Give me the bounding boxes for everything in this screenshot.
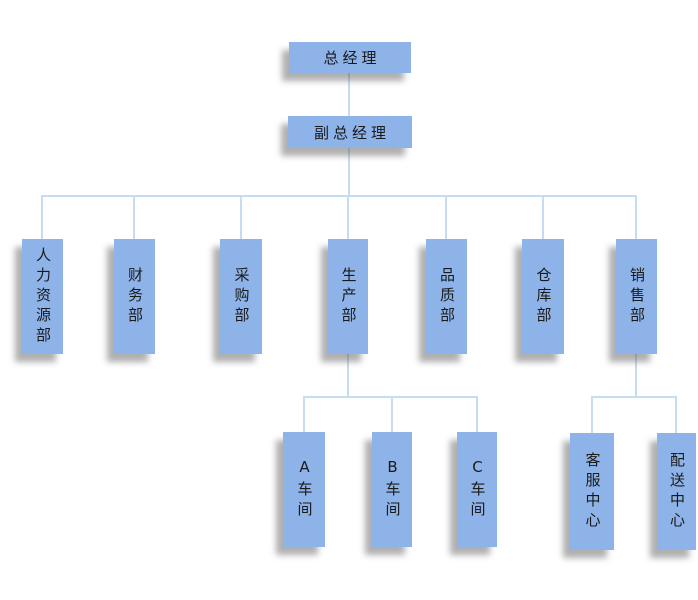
org-node-vice-ceo[interactable]: 副总经理 [288,116,412,148]
connector-line [240,195,242,239]
org-node-label: A车间 [295,458,314,521]
org-node-department-production[interactable]: 生产部 [328,239,368,354]
org-node-label: 采购部 [232,266,251,327]
org-node-department-warehouse[interactable]: 仓库部 [522,239,564,354]
org-node-label: 人力资源部 [34,246,52,347]
org-node-label: 客服中心 [583,451,602,532]
org-node-label: 生产部 [339,266,358,327]
connector-line [445,195,447,239]
org-node-label: 仓库部 [534,266,553,327]
org-node-label: B车间 [383,458,402,521]
connector-line [348,73,350,116]
connector-line [675,396,677,433]
connector-line [476,396,478,432]
connector-line [542,195,544,239]
org-node-label: 品质部 [438,266,456,327]
connector-line [303,396,478,398]
org-node-department-hr[interactable]: 人力资源部 [22,239,63,354]
org-node-label: C车间 [468,458,487,521]
org-node-department-quality[interactable]: 品质部 [426,239,467,354]
org-node-distribution-center[interactable]: 配送中心 [657,433,696,550]
connector-line [41,195,43,239]
connector-line [41,195,637,197]
connector-line [391,396,393,432]
connector-line [591,396,593,433]
org-node-ceo[interactable]: 总经理 [289,42,411,73]
org-node-label: 总经理 [323,49,381,67]
org-node-department-purchasing[interactable]: 采购部 [220,239,262,354]
connector-line [348,148,350,196]
org-node-label: 副总经理 [313,123,390,142]
org-node-workshop-b[interactable]: B车间 [372,432,412,547]
org-node-customer-service-center[interactable]: 客服中心 [570,433,614,550]
connector-line [347,195,349,239]
org-node-label: 销售部 [628,266,646,327]
org-node-department-finance[interactable]: 财务部 [114,239,155,354]
org-node-label: 财务部 [126,266,144,327]
connector-line [347,354,349,397]
connector-line [591,396,677,398]
connector-line [303,396,305,432]
org-node-label: 配送中心 [668,451,686,532]
org-node-workshop-c[interactable]: C车间 [457,432,497,547]
org-node-department-sales[interactable]: 销售部 [616,239,657,354]
connector-line [635,354,637,397]
connector-line [133,195,135,239]
connector-line [635,195,637,239]
org-node-workshop-a[interactable]: A车间 [283,432,325,547]
